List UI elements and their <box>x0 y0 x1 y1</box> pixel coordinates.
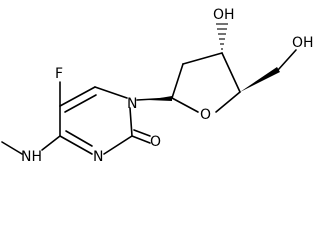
bond-c2-o-double-2 <box>133 129 151 137</box>
bond-c4prime-o4prime <box>215 91 241 113</box>
bond-n1-c2 <box>129 107 133 137</box>
bond-n3-c4-inner <box>65 130 93 147</box>
bond-c4-nh <box>41 135 61 151</box>
sugar-ring <box>171 52 241 113</box>
structure-diagram: F N N NH O O OH OH <box>1 7 314 165</box>
bond-n3-c4 <box>59 135 93 155</box>
bond-o4prime-c1prime <box>171 97 199 113</box>
wedge-c4prime-c5prime <box>240 67 280 92</box>
bond-c5-c6 <box>59 86 96 107</box>
bond-c5prime-oh <box>277 49 297 71</box>
hydroxyl-3-label: OH <box>213 7 235 23</box>
fluorine-label: F <box>55 66 63 82</box>
bond-nh-methyl <box>1 141 23 155</box>
n1-label: N <box>127 96 137 112</box>
hydroxyl-5-label: OH <box>292 35 314 51</box>
n3-label: N <box>93 149 103 165</box>
bond-c6-n1 <box>94 86 128 99</box>
pyrimidine-ring <box>59 86 133 155</box>
carbonyl-o-label: O <box>150 134 161 150</box>
bond-c2-o-double <box>131 135 151 144</box>
bond-c2prime-c3prime <box>182 52 223 65</box>
hash-c3prime-oh <box>216 23 228 50</box>
bond-c2-n3 <box>103 135 133 155</box>
bond-c5-c6-inner <box>64 94 97 113</box>
molecule-drawing: F N N NH O O OH OH <box>1 7 314 165</box>
ring-o-label: O <box>200 107 211 123</box>
wedge-n1-c1prime <box>148 96 172 101</box>
bond-c1prime-c2prime <box>171 63 184 99</box>
bond-c3prime-c4prime <box>221 52 241 93</box>
amine-nh-label: NH <box>21 149 42 165</box>
